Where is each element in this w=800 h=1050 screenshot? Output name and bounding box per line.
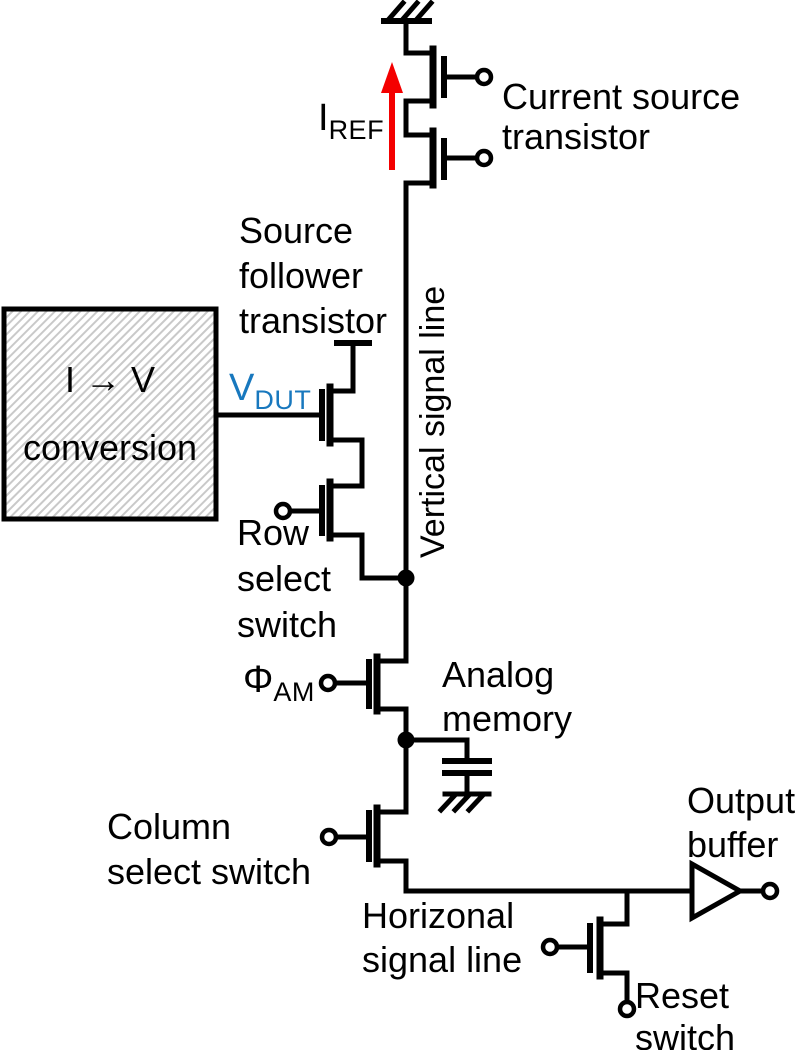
storage-capacitor bbox=[403, 737, 492, 797]
label-column-select-switch: Column select switch bbox=[107, 806, 312, 892]
reset-drain-terminal-icon bbox=[617, 999, 637, 1019]
label-source-follower-transistor: Source follower transistor bbox=[239, 210, 388, 341]
label-iref: IREF bbox=[318, 97, 385, 145]
iv-conversion-box bbox=[1, 306, 219, 522]
iv-conversion-box-text: I → V conversion bbox=[4, 309, 216, 519]
label-horizontal-signal-line: Horizonal signal line bbox=[362, 895, 523, 980]
gate-terminal-icon bbox=[319, 827, 339, 847]
label-reset-switch: Reset switch bbox=[635, 975, 736, 1050]
label-vertical-signal-line: Vertical signal line bbox=[414, 285, 452, 558]
gate-terminal-icon bbox=[474, 148, 494, 168]
label-current-source-transistor: Current source transistor bbox=[502, 76, 741, 157]
junction-dot bbox=[397, 569, 415, 587]
iv-conversion-line1: I → V bbox=[64, 359, 156, 400]
output-buffer-amplifier bbox=[689, 859, 780, 923]
gate-terminal-icon bbox=[540, 937, 560, 957]
label-phi-am: ΦAM bbox=[243, 659, 315, 707]
ground-icon bbox=[437, 791, 492, 814]
iv-conversion-line2: conversion bbox=[22, 427, 198, 468]
current-source-transistor-upper bbox=[403, 45, 494, 109]
output-terminal-icon bbox=[760, 881, 780, 901]
source-follower-transistor bbox=[214, 340, 365, 489]
label-vdut: VDUT bbox=[229, 367, 312, 415]
row-select-switch-transistor bbox=[273, 478, 409, 581]
label-analog-memory: Analog memory bbox=[442, 654, 573, 739]
power-rail-icon bbox=[381, 0, 435, 24]
reset-switch-transistor bbox=[540, 888, 637, 1019]
label-row-select-switch: Row select switch bbox=[237, 512, 338, 645]
gate-terminal-icon bbox=[474, 67, 494, 87]
analog-memory-switch-transistor bbox=[318, 653, 409, 715]
gate-terminal-icon bbox=[318, 673, 338, 693]
iref-arrow-icon bbox=[381, 62, 403, 170]
current-source-transistor-lower bbox=[403, 127, 494, 189]
gate-terminal-icon bbox=[273, 501, 293, 521]
label-output-buffer: Output buffer bbox=[687, 780, 796, 865]
column-select-switch-transistor bbox=[319, 804, 409, 894]
